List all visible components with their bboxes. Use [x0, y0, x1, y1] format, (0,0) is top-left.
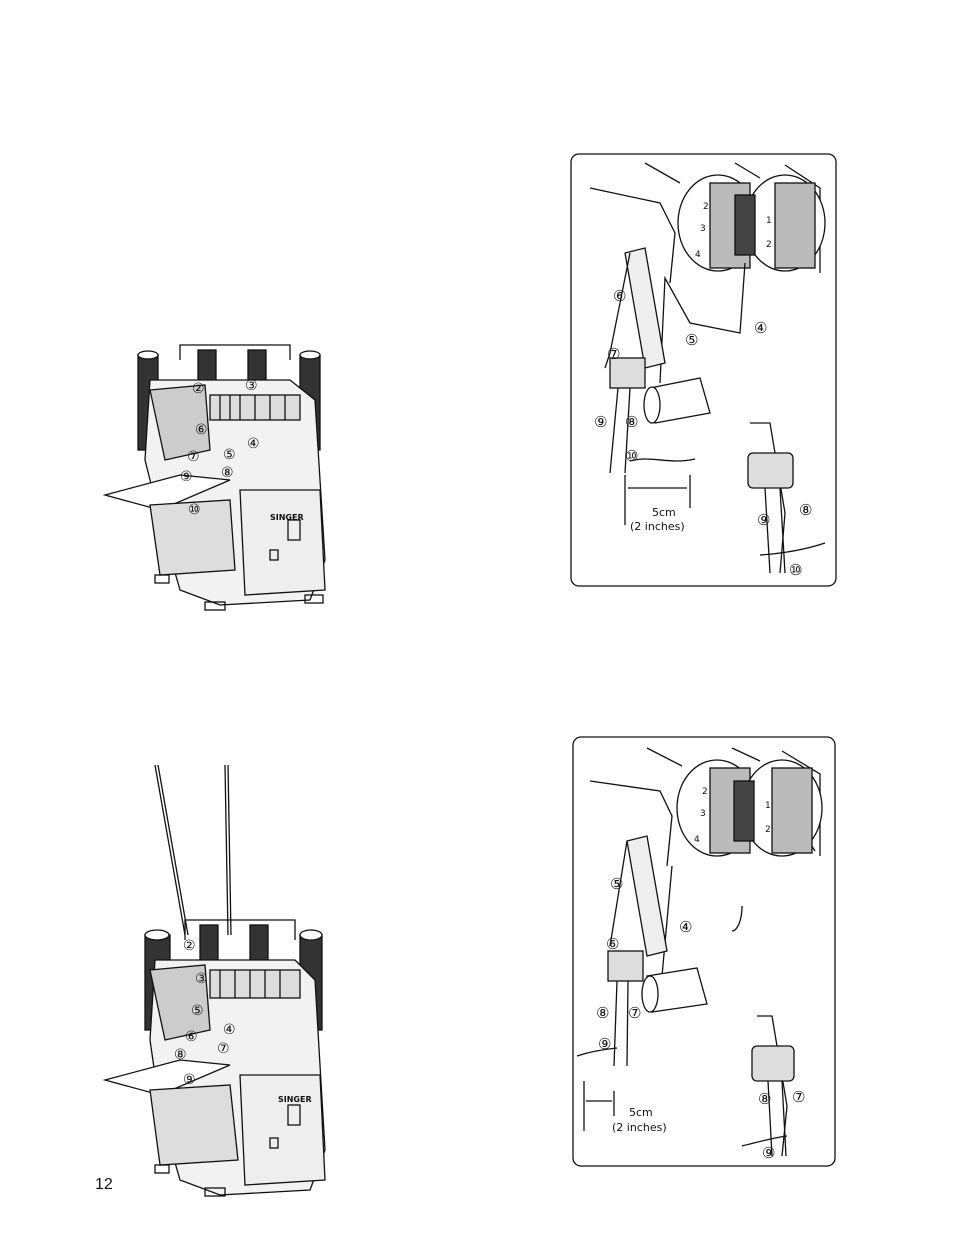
callout-2: ② [183, 938, 196, 954]
callout-6: ⑥ [613, 287, 626, 305]
measure-metric: 5cm [629, 1106, 653, 1119]
callout-7: ⑦ [217, 1041, 230, 1057]
callout-5: ⑤ [191, 1003, 204, 1019]
brand-label: SINGER [278, 1095, 312, 1104]
callout-7: ⑦ [187, 449, 200, 465]
callout-9: ⑨ [598, 1035, 611, 1053]
callout-4: ④ [754, 319, 767, 337]
inset-callout-9: ⑨ [757, 511, 770, 529]
inset-callout-7: ⑦ [792, 1088, 805, 1106]
callout-8: ⑧ [596, 1004, 609, 1022]
callout-9: ⑨ [594, 413, 607, 431]
left-dial-2: 2 [702, 787, 708, 797]
callout-8: ⑧ [174, 1047, 187, 1063]
inset-callout-9: ⑨ [762, 1144, 775, 1162]
serger-overview-figure-bottom: SINGER ② ③ ④ ⑤ ⑥ ⑦ ⑧ ⑨ [100, 760, 345, 1200]
page-number: 12 [95, 1176, 113, 1194]
callout-7: ⑦ [607, 345, 620, 363]
callout-3: ③ [245, 378, 258, 394]
callout-6: ⑥ [185, 1029, 198, 1045]
brand-label: SINGER [270, 513, 304, 522]
left-dial-4: 4 [694, 835, 700, 845]
right-dial-2: 2 [765, 825, 771, 835]
callout-2: ② [192, 381, 205, 397]
callout-5: ⑤ [223, 447, 236, 463]
callout-5: ⑤ [685, 331, 698, 349]
left-dial-4: 4 [695, 250, 701, 260]
callout-5: ⑤ [610, 875, 623, 893]
callout-9: ⑨ [180, 469, 193, 485]
left-dial-3: 3 [700, 809, 706, 819]
right-dial-2: 2 [766, 240, 772, 250]
callout-9: ⑨ [183, 1072, 196, 1088]
right-dial-1: 1 [766, 216, 772, 226]
callout-4: ④ [247, 436, 260, 452]
inset-callout-8: ⑧ [799, 501, 812, 519]
callout-10: ⑩ [625, 447, 638, 465]
needle-detail-figure-bottom: 2 3 4 1 2 ④ ⑤ ⑥ ⑦ ⑧ ⑨ ⑦ ⑧ ⑨ 5cm (2 inche… [572, 736, 837, 1168]
measure-imperial: (2 inches) [630, 520, 685, 533]
inset-callout-10: ⑩ [789, 561, 802, 579]
callout-3: ③ [195, 971, 208, 987]
needle-detail-figure-top: 2 3 4 1 2 ④ ⑤ ⑥ ⑦ ⑧ ⑨ ⑩ ⑧ ⑨ ⑩ 5cm (2 inc… [570, 153, 838, 588]
serger-overview-figure-top: SINGER ② ③ ④ ⑤ ⑥ ⑦ ⑧ ⑨ ⑩ [100, 340, 345, 615]
callout-4: ④ [679, 918, 692, 936]
inset-callout-8: ⑧ [758, 1090, 771, 1108]
callout-4: ④ [223, 1022, 236, 1038]
callout-6: ⑥ [195, 422, 208, 438]
measure-metric: 5cm [652, 506, 676, 519]
left-dial-2: 2 [703, 202, 709, 212]
left-dial-3: 3 [700, 224, 706, 234]
callout-7: ⑦ [628, 1004, 641, 1022]
callout-10: ⑩ [188, 502, 201, 518]
callout-6: ⑥ [606, 935, 619, 953]
callout-8: ⑧ [625, 413, 638, 431]
right-dial-1: 1 [765, 801, 771, 811]
measure-imperial: (2 inches) [612, 1121, 667, 1134]
callout-8: ⑧ [221, 465, 234, 481]
